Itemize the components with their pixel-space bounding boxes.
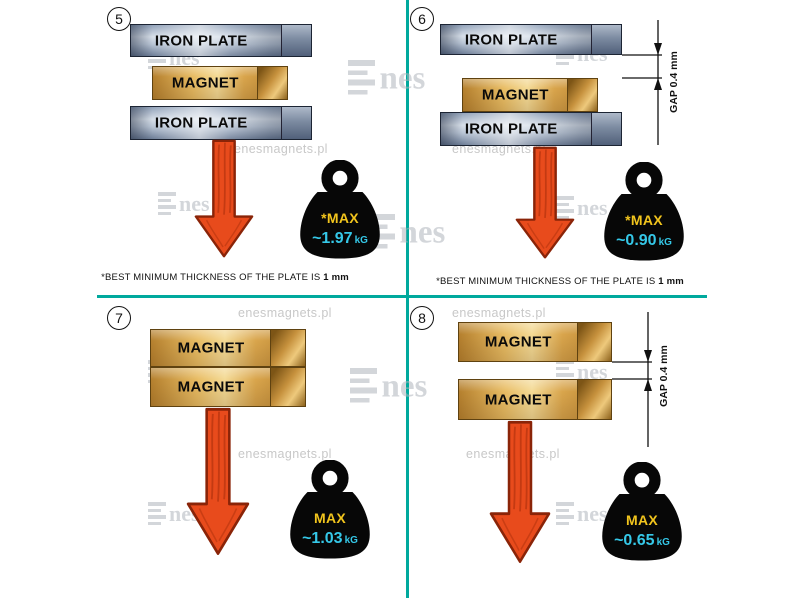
gap-label: GAP 0.4 mm xyxy=(668,51,680,113)
magnet-3d-side xyxy=(576,323,611,361)
iron-plate-top: IRON PLATE xyxy=(130,24,312,57)
enes-logo-icon xyxy=(556,196,574,219)
footnote: *BEST MINIMUM THICKNESS OF THE PLATE IS … xyxy=(101,272,349,283)
weight-max-label: *MAX xyxy=(321,210,359,226)
footnote: *BEST MINIMUM THICKNESS OF THE PLATE IS … xyxy=(436,276,684,287)
magnet-bar-bottom: MAGNET xyxy=(458,379,612,420)
gap-dimension-lines-icon xyxy=(612,312,652,447)
watermark-url: enesmagnets.pl xyxy=(238,306,332,320)
kettlebell-icon xyxy=(604,162,684,261)
magnet-3d-side xyxy=(576,380,611,419)
magnet-3d-side xyxy=(270,368,305,406)
gap-dimension-lines-icon xyxy=(622,20,662,145)
enes-logo-icon xyxy=(158,192,176,215)
weight-max-label: MAX xyxy=(625,512,658,528)
iron-plate-top: IRON PLATE xyxy=(440,24,622,55)
iron-plate-bottom: IRON PLATE xyxy=(130,106,312,140)
iron-plate-bottom: IRON PLATE xyxy=(440,112,622,146)
weight-unit: kG xyxy=(344,535,358,546)
magnet-bar-bottom: MAGNET xyxy=(150,367,306,407)
enes-logo-icon xyxy=(350,368,377,403)
iron-plate-label: IRON PLATE xyxy=(464,31,558,48)
enes-logo-icon xyxy=(556,502,574,525)
magnet-label: MAGNET xyxy=(484,333,552,351)
watermark-logo: nes xyxy=(350,368,427,403)
weight-max-label: MAX xyxy=(313,510,346,526)
magnet-label: MAGNET xyxy=(177,378,245,396)
iron-plate-label: IRON PLATE xyxy=(154,32,248,49)
panel-number: 8 xyxy=(410,306,434,330)
pull-force-arrow-icon xyxy=(194,139,254,258)
magnet-3d-side xyxy=(566,79,597,111)
weight-unit: kG xyxy=(658,237,672,248)
weight-unit: kG xyxy=(354,235,368,246)
panel-number: 6 xyxy=(410,7,434,31)
weight-unit: kG xyxy=(656,537,670,548)
magnet-label: MAGNET xyxy=(171,74,239,92)
enes-logo-icon xyxy=(348,60,375,95)
kettlebell-icon xyxy=(602,462,682,561)
kettlebell-icon xyxy=(300,160,380,259)
magnet-label: MAGNET xyxy=(484,391,552,408)
weight-max-label: *MAX xyxy=(625,212,663,228)
pull-force-arrow-icon xyxy=(515,146,575,259)
iron-plate-label: IRON PLATE xyxy=(464,120,558,138)
watermark-logo: nes xyxy=(348,60,425,95)
kettlebell-icon xyxy=(290,460,370,559)
magnet-bar: MAGNET xyxy=(462,78,598,112)
magnet-label: MAGNET xyxy=(481,86,549,104)
enes-logo-icon xyxy=(148,502,166,525)
vertical-divider xyxy=(406,0,409,598)
magnet-bar-top: MAGNET xyxy=(458,322,612,362)
iron-plate-label: IRON PLATE xyxy=(154,114,248,132)
pull-force-arrow-icon xyxy=(186,407,250,555)
watermark-logo: nes xyxy=(556,196,608,219)
magnet-label: MAGNET xyxy=(177,339,245,357)
watermark-logo: nes xyxy=(556,502,608,525)
plate-3d-side xyxy=(591,25,621,54)
plate-3d-side xyxy=(281,107,311,139)
pull-force-arrow-icon xyxy=(489,420,551,564)
panel-number: 7 xyxy=(107,306,131,330)
watermark-url: enesmagnets.pl xyxy=(238,447,332,461)
panel-number: 5 xyxy=(107,7,131,31)
gap-dimension: GAP 0.4 mm xyxy=(612,312,670,447)
magnet-bar-top: MAGNET xyxy=(150,329,306,367)
plate-3d-side xyxy=(591,113,621,145)
magnet-bar: MAGNET xyxy=(152,66,288,100)
watermark-url: enesmagnets.pl xyxy=(452,306,546,320)
watermark-url: enesmagnets.pl xyxy=(234,142,328,156)
horizontal-divider xyxy=(97,295,707,298)
magnet-3d-side xyxy=(270,330,305,366)
magnet-3d-side xyxy=(256,67,287,99)
gap-dimension: GAP 0.4 mm xyxy=(622,20,680,145)
watermark-logo: nes xyxy=(158,192,210,215)
gap-label: GAP 0.4 mm xyxy=(658,345,670,407)
plate-3d-side xyxy=(281,25,311,56)
